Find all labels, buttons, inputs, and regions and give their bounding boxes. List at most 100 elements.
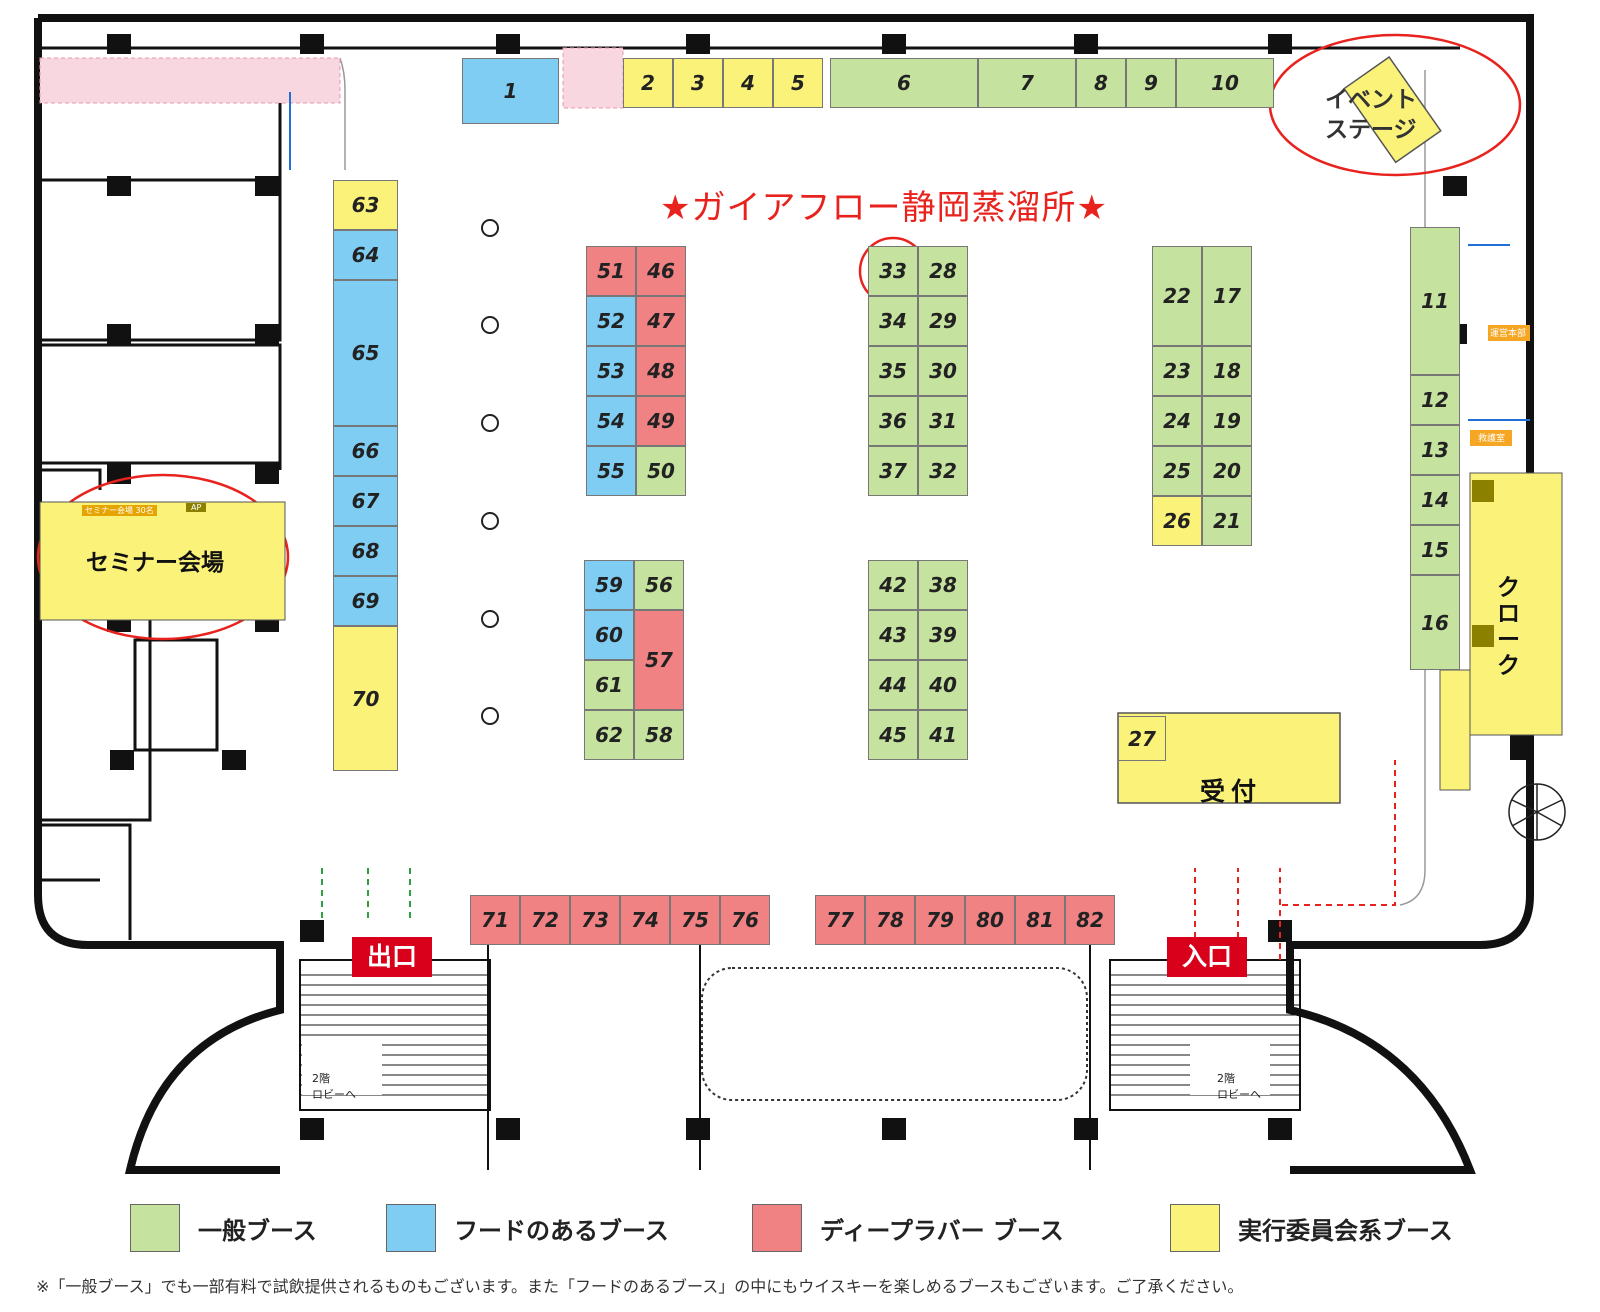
booth-36: 36	[868, 396, 918, 446]
booth-39: 39	[918, 610, 968, 660]
seminar-ap-label: AP	[186, 503, 207, 512]
booth-13: 13	[1410, 425, 1460, 475]
first-aid-label: 救護室	[1478, 434, 1506, 444]
booth-5: 5	[773, 58, 823, 108]
booth-46: 46	[636, 246, 686, 296]
booth-31: 31	[918, 396, 968, 446]
spiral-stair	[1508, 783, 1566, 841]
outer-wall	[38, 14, 1534, 1174]
booth-48: 48	[636, 346, 686, 396]
booth-69: 69	[333, 576, 398, 626]
booth-3: 3	[673, 58, 723, 108]
partition-lines	[289, 92, 1530, 421]
booth-21: 21	[1202, 496, 1252, 546]
booth-24: 24	[1152, 396, 1202, 446]
legend-food: フードのあるブース	[386, 1203, 669, 1253]
seminar-highlight	[36, 473, 290, 641]
booth-77: 77	[815, 895, 865, 945]
booth-64: 64	[333, 230, 398, 280]
booth-25: 25	[1152, 446, 1202, 496]
booth-43: 43	[868, 610, 918, 660]
booth-61: 61	[584, 660, 634, 710]
booth-17: 17	[1202, 246, 1252, 346]
booth-56: 56	[634, 560, 684, 610]
reception-label: 受付	[1200, 777, 1263, 806]
booth-26: 26	[1152, 496, 1202, 546]
booth-55: 55	[586, 446, 636, 496]
booth-42: 42	[868, 560, 918, 610]
booth-60: 60	[584, 610, 634, 660]
booth-71: 71	[470, 895, 520, 945]
booth-30: 30	[918, 346, 968, 396]
booth-49: 49	[636, 396, 686, 446]
booth-72: 72	[520, 895, 570, 945]
booth-76: 76	[720, 895, 770, 945]
left-rooms	[38, 100, 282, 940]
booth-22: 22	[1152, 246, 1202, 346]
legend-deep-swatch	[752, 1204, 802, 1252]
booth-45: 45	[868, 710, 918, 760]
legend-committee-swatch	[1170, 1204, 1220, 1252]
booth-52: 52	[586, 296, 636, 346]
booth-10: 10	[1176, 58, 1274, 108]
booth-70: 70	[333, 626, 398, 771]
pink-corridor	[39, 57, 341, 104]
cloak-label: クローク	[1497, 575, 1520, 679]
booth-9: 9	[1126, 58, 1176, 108]
stair-treads	[300, 974, 1300, 1096]
booth-53: 53	[586, 346, 636, 396]
booth-32: 32	[918, 446, 968, 496]
booth-18: 18	[1202, 346, 1252, 396]
booth-68: 68	[333, 526, 398, 576]
legend-committee: 実行委員会系ブース	[1170, 1203, 1453, 1253]
booth-73: 73	[570, 895, 620, 945]
booth-11: 11	[1410, 227, 1460, 375]
booth-15: 15	[1410, 525, 1460, 575]
booth-44: 44	[868, 660, 918, 710]
legend-deep: ディープラバー ブース	[752, 1203, 1064, 1253]
booth-37: 37	[868, 446, 918, 496]
booth-16: 16	[1410, 575, 1460, 670]
booth-47: 47	[636, 296, 686, 346]
cloak-counter	[1439, 669, 1471, 791]
exit-route-arrows	[321, 868, 411, 920]
booth-27: 27	[1118, 716, 1166, 761]
booth-12: 12	[1410, 375, 1460, 425]
booth-74: 74	[620, 895, 670, 945]
cloak-room	[1469, 472, 1563, 736]
booth-63: 63	[333, 180, 398, 230]
page-title: ★ガイアフロー静岡蒸溜所★	[660, 188, 1108, 228]
booth-65: 65	[333, 280, 398, 426]
pink-entry	[562, 47, 624, 109]
booth-57: 57	[634, 610, 684, 710]
legend-committee-label: 実行委員会系ブース	[1238, 1216, 1453, 1245]
booth-23: 23	[1152, 346, 1202, 396]
legend-general-swatch	[130, 1204, 180, 1252]
legend-general: 一般ブース	[130, 1203, 317, 1253]
round-columns	[481, 219, 499, 725]
booth-82: 82	[1065, 895, 1115, 945]
seminar-small-label: セミナー会場 30名	[82, 505, 157, 516]
seminar-label: セミナー会場	[86, 550, 224, 576]
office-box	[1488, 325, 1530, 341]
booth-58: 58	[634, 710, 684, 760]
booth-67: 67	[333, 476, 398, 526]
booth-34: 34	[868, 296, 918, 346]
booth-75: 75	[670, 895, 720, 945]
booth-38: 38	[918, 560, 968, 610]
booth-29: 29	[918, 296, 968, 346]
central-void	[701, 967, 1088, 1101]
booth-35: 35	[868, 346, 918, 396]
booth-2: 2	[623, 58, 673, 108]
booth-14: 14	[1410, 475, 1460, 525]
footnote: ※「一般ブース」でも一部有料で試飲提供されるものもございます。また「フードのある…	[36, 1277, 1244, 1296]
booth-78: 78	[865, 895, 915, 945]
cloak-mark-1	[1472, 480, 1494, 502]
booth-4: 4	[723, 58, 773, 108]
booth-50: 50	[636, 446, 686, 496]
booth-62: 62	[584, 710, 634, 760]
first-aid-box	[1470, 430, 1512, 446]
booth-66: 66	[333, 426, 398, 476]
booth-28: 28	[918, 246, 968, 296]
stairwells	[299, 945, 1301, 1170]
